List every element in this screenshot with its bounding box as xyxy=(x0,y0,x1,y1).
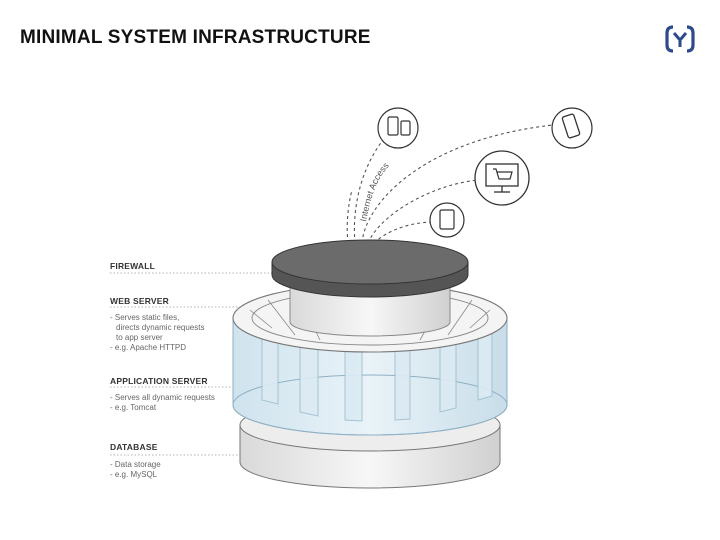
internet-access-label: Internet Access xyxy=(358,160,391,222)
application-server-label: APPLICATION SERVER xyxy=(110,376,208,386)
database-description: - Data storage - e.g. MySQL xyxy=(110,460,161,480)
application-server-description: - Serves all dynamic requests - e.g. Tom… xyxy=(110,393,215,413)
connection-line xyxy=(353,139,384,244)
web-server-label: WEB SERVER xyxy=(110,296,169,306)
connection-line xyxy=(346,189,353,244)
description-line: - e.g. Apache HTTPD xyxy=(110,343,187,352)
connection-line xyxy=(361,124,554,244)
page-title: MINIMAL SYSTEM INFRASTRUCTURE xyxy=(20,27,371,48)
bracket-logo-icon xyxy=(665,25,695,53)
description-line: directs dynamic requests xyxy=(116,323,205,332)
web-server-description: - Serves static files, directs dynamic r… xyxy=(110,313,204,353)
description-line: - e.g. Tomcat xyxy=(110,403,157,412)
description-line: - Data storage xyxy=(110,460,161,469)
internet-connection-lines xyxy=(346,124,554,244)
connection-line xyxy=(367,179,479,244)
firewall-layer xyxy=(271,239,469,298)
description-line: - Serves static files, xyxy=(110,313,180,322)
connection-line xyxy=(373,221,435,244)
description-line: to app server xyxy=(116,333,163,342)
database-label: DATABASE xyxy=(110,442,158,452)
shopping-cart-monitor-icon xyxy=(474,150,530,206)
tablet-icon xyxy=(429,202,465,238)
description-line: - Serves all dynamic requests xyxy=(110,393,215,402)
card-reader-icon xyxy=(551,107,593,149)
description-line: - e.g. MySQL xyxy=(110,470,158,479)
mobile-devices-icon xyxy=(377,107,419,149)
firewall-label: FIREWALL xyxy=(110,261,156,271)
